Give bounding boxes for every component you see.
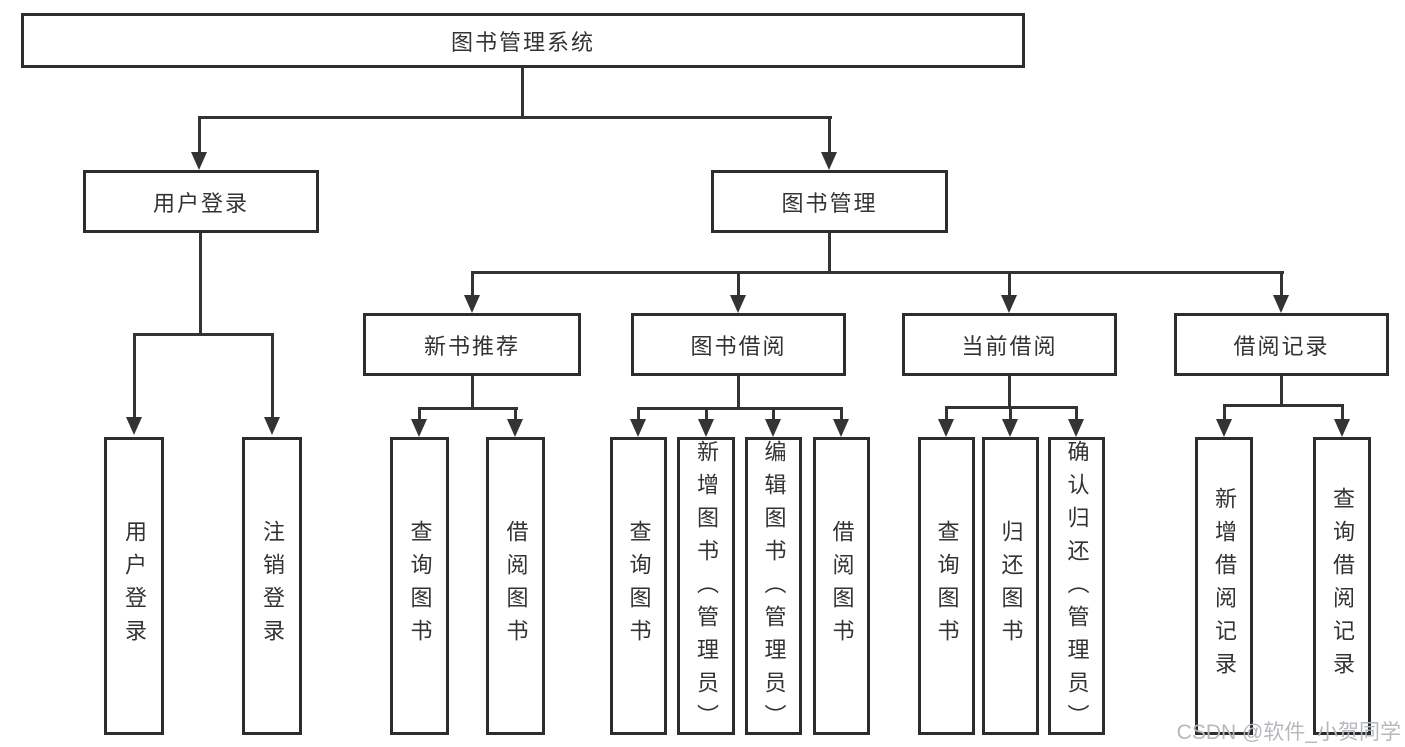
node-book-borrowing: 图书借阅 [631, 313, 846, 376]
leaf-borrow-books-recommend: 借阅图书 [486, 437, 545, 735]
line [637, 407, 843, 410]
line [471, 271, 1284, 274]
arrowhead-icon [1068, 419, 1084, 437]
leaf-confirm-return-admin: 确认归还（管理员） [1048, 437, 1105, 737]
arrowhead-icon [698, 419, 714, 437]
node-label: 图书管理系统 [450, 29, 595, 55]
node-label: 新书推荐 [423, 333, 520, 359]
node-book-management: 图书管理 [711, 170, 948, 233]
leaf-return-books: 归还图书 [982, 437, 1039, 735]
node-label: 用户登录 [152, 190, 249, 216]
leaf-logout: 注销登录 [242, 437, 302, 735]
leaf-label: 归还图书 [998, 520, 1024, 652]
leaf-label: 确认归还（管理员） [1064, 440, 1090, 737]
node-borrowing-records: 借阅记录 [1174, 313, 1389, 376]
line [1009, 406, 1012, 420]
node-new-book-recommend: 新书推荐 [363, 313, 581, 376]
line [471, 271, 474, 297]
arrowhead-icon [938, 419, 954, 437]
arrowhead-icon [1216, 419, 1232, 437]
line [737, 376, 740, 410]
line [271, 333, 274, 418]
line [737, 271, 740, 297]
line [1008, 376, 1011, 409]
leaf-label: 借阅图书 [503, 520, 529, 652]
line [418, 407, 421, 420]
arrowhead-icon [191, 152, 207, 170]
arrowhead-icon [1273, 295, 1289, 313]
csdn-watermark: CSDN @软件_小贺同学 [1176, 721, 1401, 744]
line [945, 406, 948, 420]
line [133, 333, 136, 418]
arrowhead-icon [1002, 419, 1018, 437]
arrowhead-icon [630, 419, 646, 437]
node-current-borrowing: 当前借阅 [902, 313, 1117, 376]
node-library-management-system: 图书管理系统 [21, 13, 1025, 68]
line [521, 68, 524, 118]
arrowhead-icon [821, 152, 837, 170]
arrowhead-icon [1001, 295, 1017, 313]
arrowhead-icon [833, 419, 849, 437]
arrowhead-icon [264, 417, 280, 435]
node-label: 当前借阅 [961, 333, 1058, 359]
leaf-query-books-recommend: 查询图书 [390, 437, 449, 735]
leaf-query-books-current: 查询图书 [918, 437, 975, 735]
leaf-query-books-borrow: 查询图书 [610, 437, 667, 735]
leaf-label: 编辑图书（管理员） [761, 440, 787, 737]
line [828, 233, 831, 273]
line [1223, 404, 1226, 420]
leaf-label: 查询图书 [407, 520, 433, 652]
node-label: 借阅记录 [1233, 333, 1330, 359]
arrowhead-icon [411, 419, 427, 437]
leaf-label: 查询借阅记录 [1330, 487, 1355, 685]
leaf-label: 注销登录 [260, 520, 285, 652]
leaf-borrow-books: 借阅图书 [813, 437, 870, 735]
line [828, 116, 831, 153]
arrowhead-icon [126, 417, 142, 435]
leaf-edit-books-admin: 编辑图书（管理员） [745, 437, 802, 737]
line [418, 407, 518, 410]
leaf-label: 查询图书 [626, 520, 652, 652]
line [133, 333, 274, 336]
line [198, 116, 832, 119]
line [198, 116, 201, 153]
line [1008, 271, 1011, 297]
line [1075, 406, 1078, 420]
line [1280, 271, 1283, 297]
leaf-label: 用户登录 [122, 520, 147, 652]
line [471, 376, 474, 410]
arrowhead-icon [507, 419, 523, 437]
leaf-label: 新增借阅记录 [1212, 487, 1237, 685]
leaf-user-login: 用户登录 [104, 437, 164, 735]
line [840, 407, 843, 420]
leaf-add-borrow-record: 新增借阅记录 [1195, 437, 1253, 735]
node-label: 图书借阅 [690, 333, 787, 359]
leaf-label: 借阅图书 [829, 520, 855, 652]
line [199, 233, 202, 335]
node-label: 图书管理 [781, 190, 878, 216]
line [705, 407, 708, 420]
line [772, 407, 775, 420]
arrowhead-icon [1334, 419, 1350, 437]
line [637, 407, 640, 420]
node-user-login: 用户登录 [83, 170, 319, 233]
leaf-label: 查询图书 [934, 520, 960, 652]
leaf-label: 新增图书（管理员） [694, 440, 719, 737]
leaf-query-borrow-record: 查询借阅记录 [1313, 437, 1371, 735]
arrowhead-icon [765, 419, 781, 437]
arrowhead-icon [730, 295, 746, 313]
line [1223, 404, 1344, 407]
line [514, 407, 517, 420]
line [1341, 404, 1344, 420]
arrowhead-icon [464, 295, 480, 313]
leaf-add-books-admin: 新增图书（管理员） [677, 437, 735, 737]
line [1280, 376, 1283, 407]
